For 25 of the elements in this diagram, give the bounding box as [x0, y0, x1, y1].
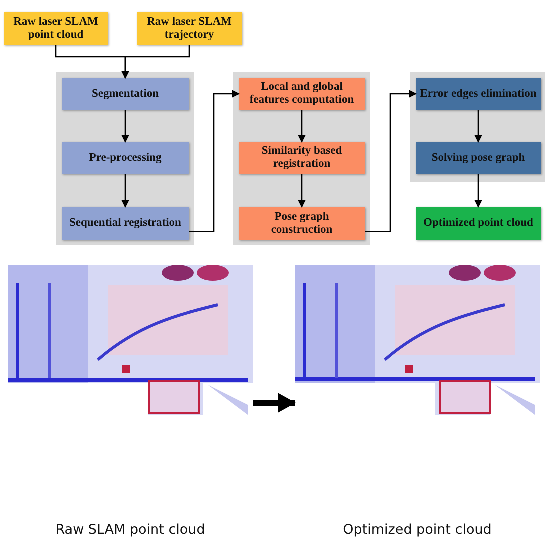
caption-text: Optimized point cloud	[342, 522, 493, 538]
process-box: Sequential registration	[62, 207, 189, 240]
group-panel	[410, 72, 545, 182]
process-box: Error edges elimination	[416, 78, 541, 110]
arrow	[122, 110, 130, 143]
arrow	[122, 174, 130, 208]
process-box: Raw laser SLAM point cloud	[4, 12, 108, 45]
arrow	[298, 110, 306, 143]
group-panel	[56, 72, 194, 245]
process-box: Pre-processing	[62, 142, 189, 174]
arrow	[474, 110, 482, 143]
arrow	[122, 45, 190, 79]
process-box: Solving pose graph	[416, 142, 541, 174]
caption-text: Raw SLAM point cloud	[54, 522, 206, 538]
arrow	[298, 174, 306, 208]
arrow	[474, 174, 482, 208]
group-panel	[233, 72, 370, 245]
process-box: Local and global features computation	[239, 78, 365, 110]
arrow	[365, 90, 417, 232]
process-box: Optimized point cloud	[416, 207, 541, 240]
process-box: Pose graph construction	[239, 207, 365, 240]
process-box: Similarity based registration	[239, 142, 365, 174]
arrow	[189, 90, 240, 232]
process-box: Raw laser SLAM trajectory	[137, 12, 242, 45]
process-box: Segmentation	[62, 78, 189, 110]
